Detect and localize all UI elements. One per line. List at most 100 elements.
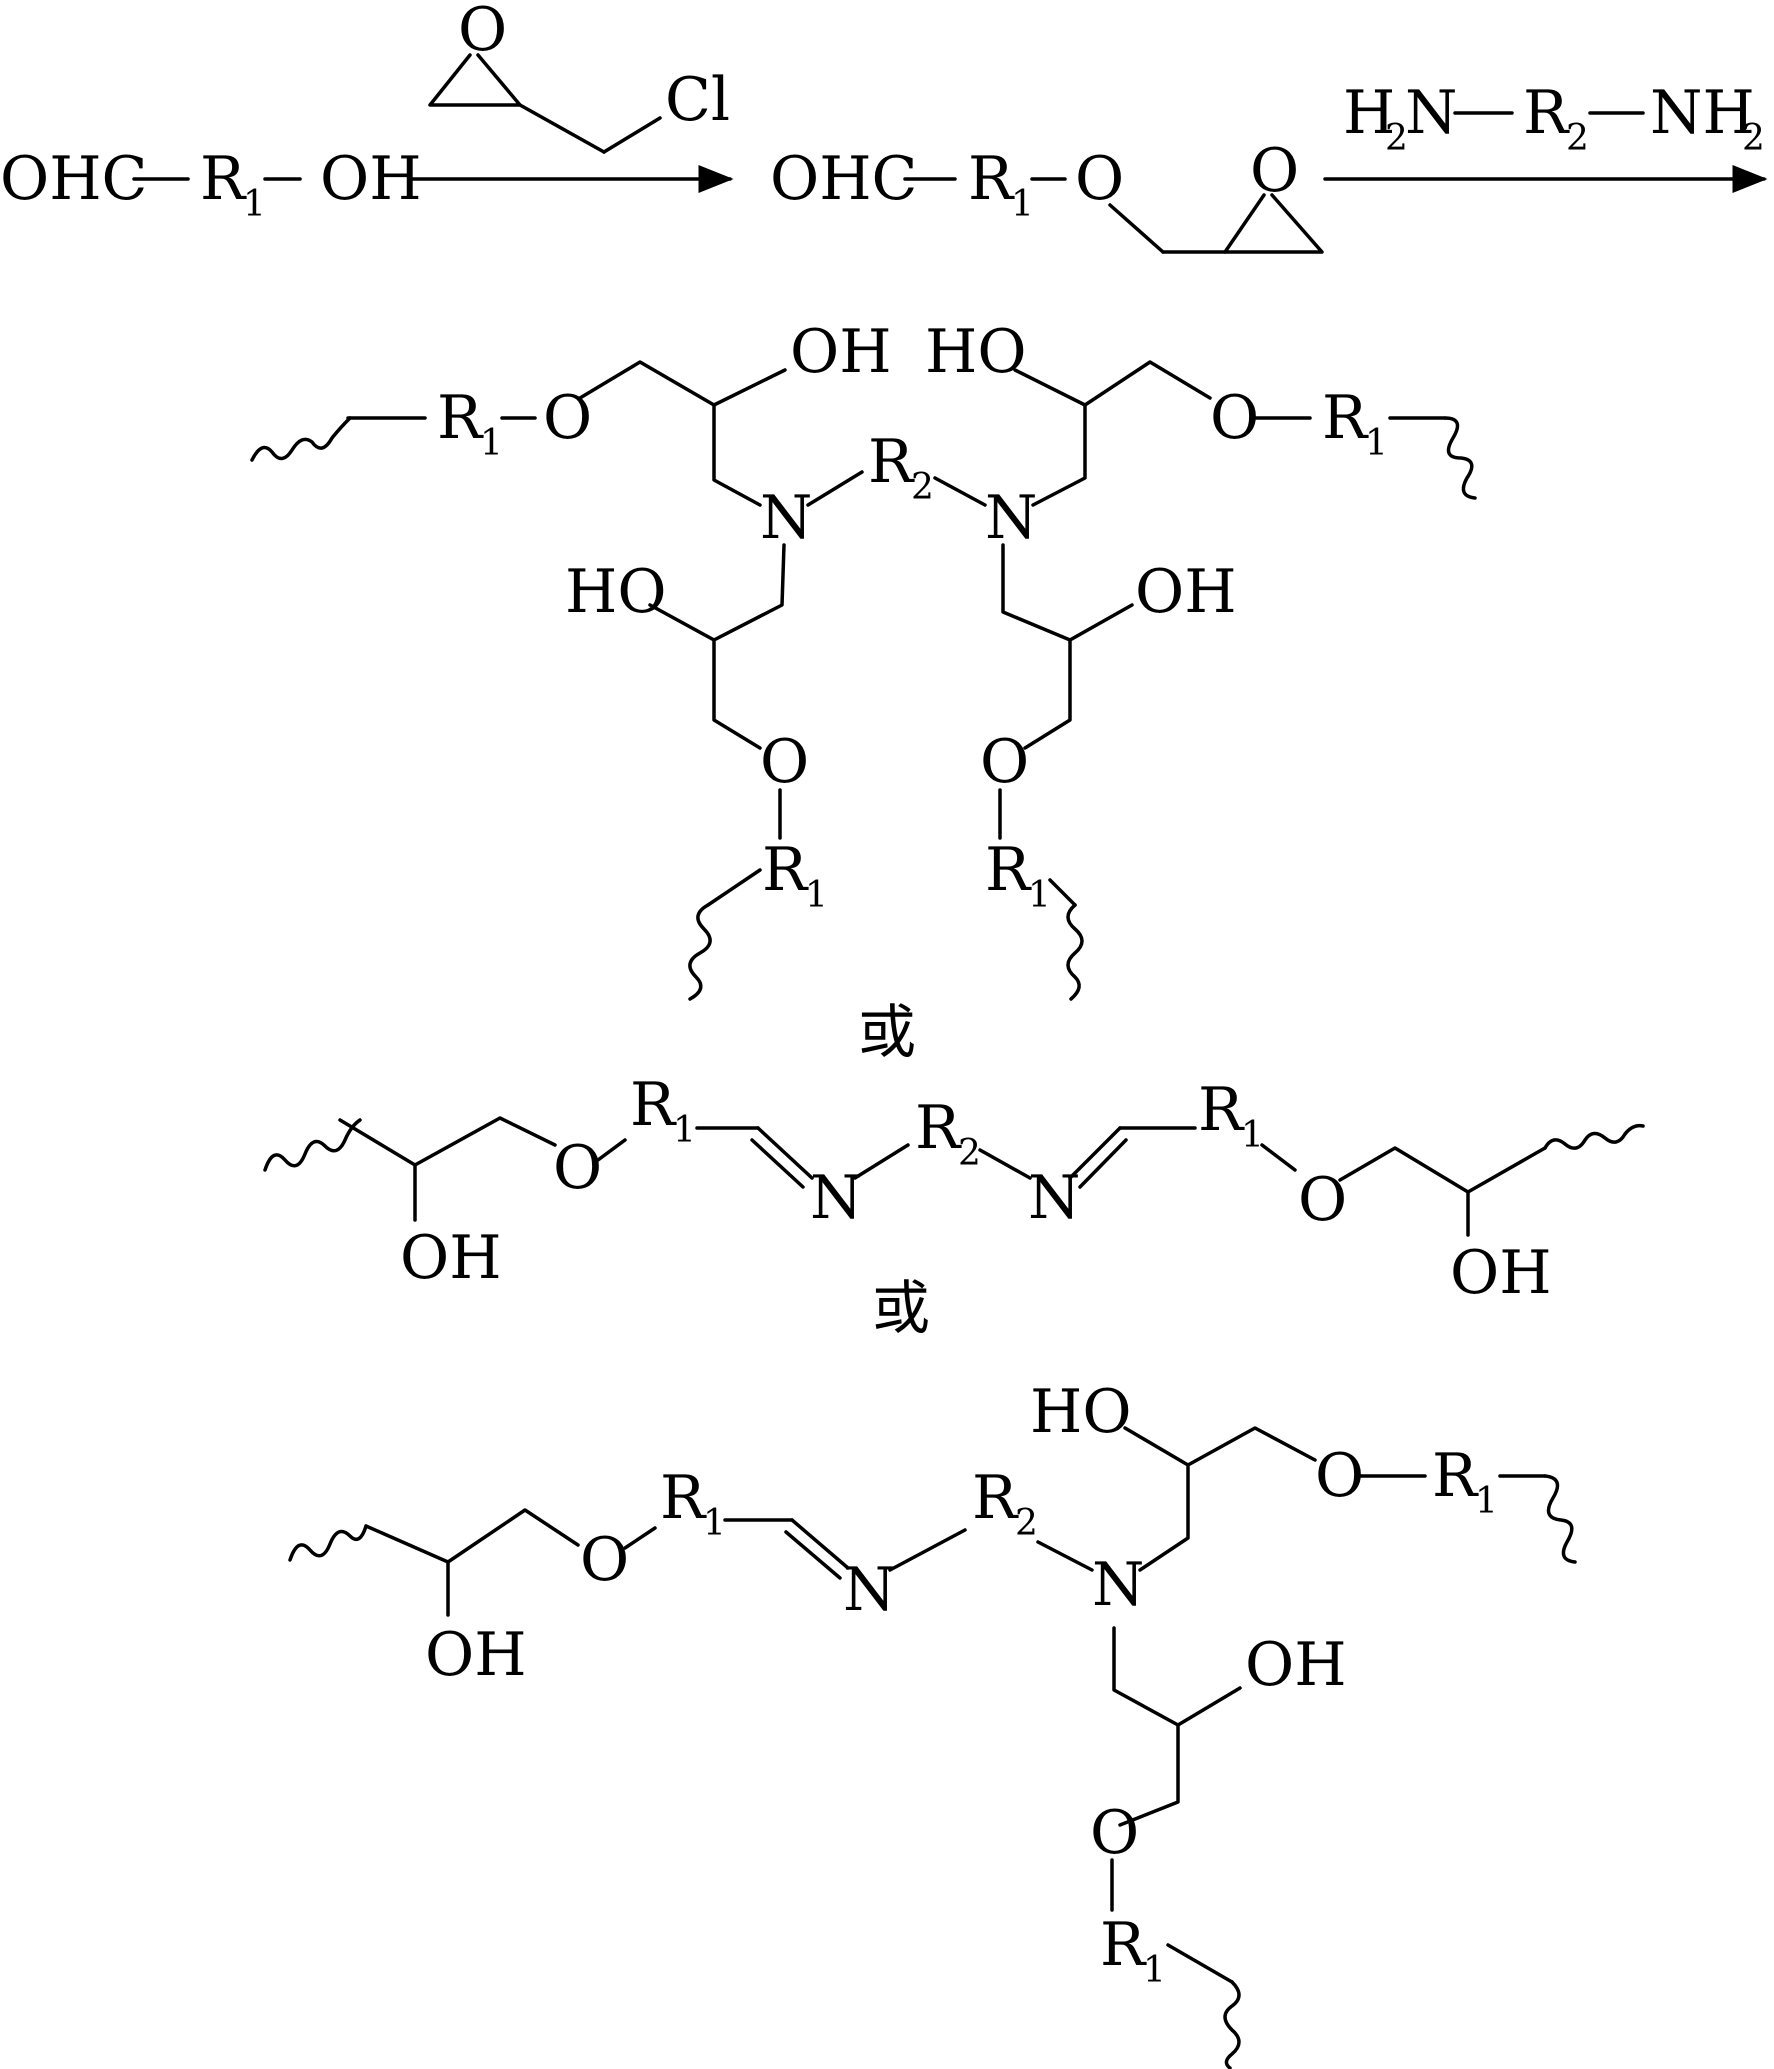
bond	[933, 476, 987, 507]
r2-subscript: 2	[958, 1133, 981, 1174]
product-2: OH O R 1 N R 2 N R 1 O OH	[263, 1070, 1645, 1308]
bond	[602, 116, 662, 154]
bond	[1166, 1943, 1234, 1984]
alternative-separator-2: 或	[872, 1274, 930, 1342]
n-label-left: N	[760, 483, 813, 553]
bond	[596, 1138, 627, 1162]
wavy-bond	[1443, 416, 1477, 500]
r2-subscript: 2	[1566, 118, 1589, 159]
imine-bond	[750, 1138, 805, 1189]
wavy-bond	[288, 1524, 368, 1562]
bond	[1031, 360, 1212, 507]
oh-label: OH	[1135, 557, 1237, 627]
r1-subscript: 1	[1241, 1115, 1264, 1156]
ether-o-label: O	[1075, 144, 1124, 214]
bond	[578, 360, 787, 407]
bond	[1123, 1426, 1190, 1467]
imine-bond	[1068, 1126, 1122, 1180]
wavy-bond	[688, 903, 712, 1001]
r2-label: R	[1523, 78, 1570, 148]
bond	[1048, 878, 1077, 907]
r1-subscript: 1	[1365, 423, 1388, 464]
ho-label: HO	[565, 557, 667, 627]
n-label: N	[843, 1555, 896, 1625]
wavy-bond	[1543, 1123, 1645, 1150]
r1-label: R	[660, 1463, 707, 1533]
bond	[364, 1508, 580, 1564]
wavy-bond	[1066, 903, 1084, 1001]
r1-label: R	[200, 144, 247, 214]
bond	[712, 403, 762, 507]
bond	[978, 1148, 1032, 1180]
r1-label: R	[762, 835, 809, 905]
product-1: R 1 O OH N R 2 N HO O R 1 HO O R 1 OH	[250, 317, 1477, 1001]
bond	[1036, 1540, 1094, 1572]
bond	[712, 543, 786, 750]
bond	[338, 1116, 557, 1167]
o-label: O	[553, 1133, 602, 1203]
product-3: OH O R 1 N R 2 N HO O R 1 OH O R 1	[288, 1377, 1577, 2069]
cl-label: Cl	[665, 65, 730, 135]
oh-label: OH	[425, 1620, 527, 1690]
ho-label: HO	[1030, 1377, 1132, 1447]
r1-label: R	[437, 383, 484, 453]
r1-label: R	[1100, 1910, 1147, 1980]
n-label: N	[1092, 1550, 1145, 1620]
epoxide-ring	[428, 53, 522, 107]
epoxide-o-label: O	[458, 0, 507, 65]
o-label: O	[1090, 1798, 1139, 1868]
r1-subscript: 1	[243, 184, 266, 225]
bond	[648, 603, 716, 642]
ho-label: HO	[925, 317, 1027, 387]
oh-label: OH	[1450, 1238, 1552, 1308]
oh-label: OH	[790, 317, 892, 387]
oh-label: OH	[1245, 1630, 1347, 1700]
r1-subscript: 1	[673, 1110, 696, 1151]
r1-label: R	[1432, 1441, 1479, 1511]
bond	[1338, 1146, 1547, 1194]
r2-subscript: 2	[911, 467, 934, 508]
epoxide-ring	[1223, 193, 1324, 254]
wavy-bond	[263, 1118, 362, 1172]
n-label-right: N	[985, 483, 1038, 553]
n-label: N	[810, 1163, 863, 1233]
r1-label: R	[968, 144, 1015, 214]
bond	[1176, 1686, 1242, 1727]
wavy-bond	[1223, 1980, 1241, 2069]
reactant-aldehyde-phenol: OHC R 1 OH	[0, 144, 422, 225]
r1-subscript: 1	[1475, 1481, 1498, 1522]
bond	[1013, 368, 1087, 407]
bond	[806, 470, 864, 507]
r1-subscript: 1	[703, 1503, 726, 1544]
imine-bond	[784, 1530, 842, 1580]
r1-label: R	[1322, 383, 1369, 453]
r1-label: R	[985, 835, 1032, 905]
wavy-bond	[1543, 1474, 1577, 1564]
r1-label: R	[1198, 1075, 1245, 1145]
n-label: N	[1405, 78, 1458, 148]
bond	[706, 868, 762, 907]
alternative-separator-1: 或	[858, 998, 916, 1066]
bond	[1260, 1143, 1297, 1172]
bond	[518, 103, 606, 154]
bond	[1138, 1426, 1317, 1572]
o-label: O	[760, 727, 809, 797]
bond	[623, 1526, 657, 1550]
ohc-label: OHC	[0, 144, 147, 214]
o-label: O	[1315, 1441, 1364, 1511]
bond	[1001, 543, 1072, 750]
r1-subscript: 1	[1011, 184, 1034, 225]
r2-subscript: 2	[1015, 1503, 1038, 1544]
imine-bond	[756, 1126, 814, 1180]
h-label: H	[1343, 78, 1395, 148]
o-label: O	[580, 1525, 629, 1595]
r1-subscript: 1	[1143, 1950, 1166, 1991]
o-label: O	[1210, 383, 1259, 453]
bond	[1108, 203, 1165, 254]
nh-label: NH	[1650, 78, 1755, 148]
bond	[853, 1143, 910, 1180]
imine-bond	[790, 1518, 850, 1570]
r2-label: R	[915, 1093, 962, 1163]
oh-label: OH	[320, 144, 422, 214]
